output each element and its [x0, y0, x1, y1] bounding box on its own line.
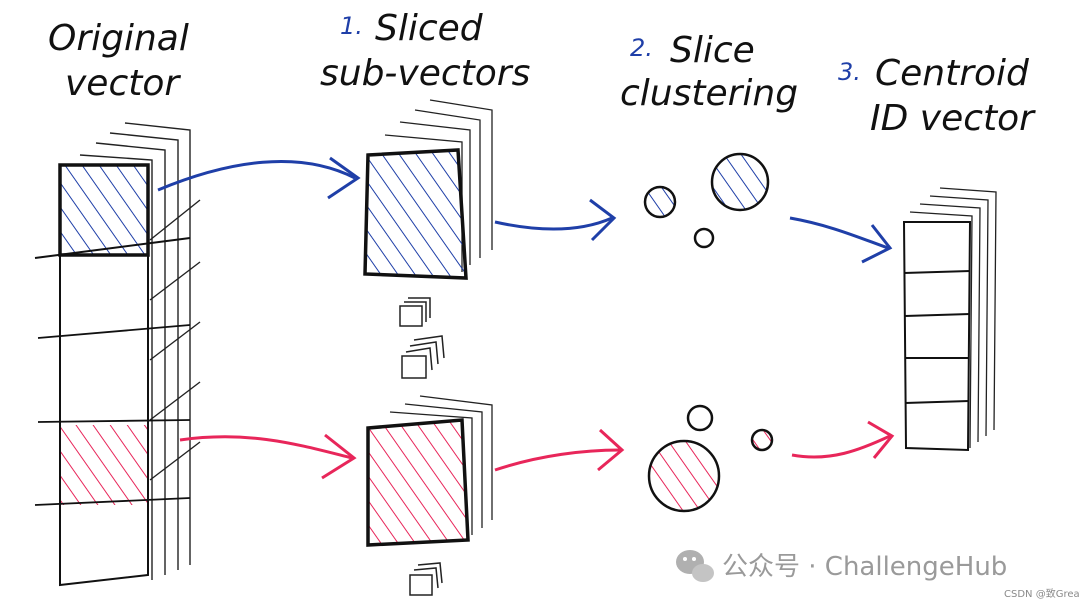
centroid-cell-divider: [904, 313, 971, 317]
cluster-circle: [750, 428, 774, 452]
arrow-blue-1: [157, 159, 356, 192]
stack-sheet: [419, 395, 493, 520]
cluster-circle: [686, 404, 714, 432]
mini-stack-bottom: [409, 562, 443, 596]
title-original-line2: vector: [65, 63, 181, 104]
slice-line: [149, 441, 201, 481]
slice-line: [149, 261, 201, 301]
mini-sheet: [417, 562, 443, 584]
pink-slice: [60, 425, 148, 505]
mini-sheet: [405, 347, 433, 371]
title-centroid-line1: Centroid: [875, 53, 1030, 94]
stack-sheet: [414, 109, 481, 258]
stack-sheet: [389, 411, 473, 535]
stack-sheet: [79, 154, 153, 580]
arrowhead-pink-2: [597, 428, 625, 472]
stack-sheet: [399, 121, 471, 265]
title-sliced: 1. Sliced sub-vectors: [320, 8, 530, 94]
centroid-vector-outline: [902, 221, 972, 452]
title-sliced-line2: sub-vectors: [320, 53, 530, 94]
arrowhead-blue-2: [589, 198, 617, 242]
divider: [37, 324, 191, 339]
blue-slice: [58, 163, 150, 257]
arrowhead-pink-3: [867, 420, 895, 459]
credit-text: CSDN @致Great: [1004, 587, 1080, 600]
stack-sheet: [429, 99, 493, 250]
watermark-text: 公众号 · ChallengeHub: [722, 552, 1007, 582]
arrow-pink-1: [179, 435, 353, 460]
mini-sheet: [413, 567, 439, 589]
original-vector-front: [34, 163, 191, 587]
centroid-id-vector: [902, 221, 972, 452]
slice-line: [149, 381, 201, 421]
slice-line: [149, 199, 201, 241]
mini-square: [401, 355, 427, 379]
stack-sheet: [95, 142, 166, 575]
sub-vector-pink: [366, 418, 470, 547]
title-centroid-line2: ID vector: [870, 98, 1036, 139]
wechat-icon: [676, 550, 714, 582]
arrowhead-pink-1: [321, 433, 357, 480]
centroid-cell-divider: [903, 270, 971, 274]
watermark: 公众号 · ChallengeHub: [676, 550, 1007, 582]
title-clustering-line1: Slice: [670, 30, 755, 71]
arrow-blue-3: [789, 216, 889, 250]
cluster-circle: [643, 185, 677, 219]
mini-sheet: [413, 335, 445, 359]
arrow-pink-2: [494, 448, 621, 472]
cluster-circle: [647, 439, 721, 513]
vector-outline: [59, 165, 149, 587]
clusters-pink: [647, 404, 774, 513]
stack-sheet: [109, 132, 179, 570]
mini-stacks-middle: [399, 297, 445, 379]
divider: [34, 237, 191, 259]
stack-sheet: [929, 195, 989, 437]
arrow-pink-3: [791, 434, 891, 459]
stack-sheet: [909, 211, 973, 449]
arrow-blue-2: [494, 216, 613, 231]
step-number-3: 3.: [838, 58, 861, 86]
title-clustering: 2. Slice clustering: [620, 30, 798, 114]
sub-vector-stack-bottom: [389, 395, 493, 535]
stack-sheet: [939, 187, 997, 431]
mini-sheet: [404, 301, 427, 322]
mini-square: [399, 305, 423, 327]
mini-sheet: [409, 341, 439, 365]
step-number-2: 2.: [630, 34, 653, 62]
title-sliced-line1: Sliced: [375, 8, 484, 49]
cluster-circle: [710, 152, 770, 212]
divider: [37, 419, 191, 423]
title-original: Original vector: [48, 18, 189, 104]
slice-line: [149, 321, 201, 361]
step-number-1: 1.: [340, 12, 363, 40]
centroid-stack: [909, 187, 997, 449]
mini-sheet: [408, 297, 431, 318]
centroid-cell-divider: [904, 400, 970, 404]
title-centroid: 3. Centroid ID vector: [838, 53, 1036, 139]
stack-sheet: [404, 403, 483, 528]
title-original-line1: Original: [48, 18, 189, 59]
clusters-blue: [643, 152, 770, 249]
mini-square: [409, 574, 433, 596]
cluster-circle: [693, 227, 715, 249]
title-clustering-line2: clustering: [620, 73, 798, 114]
arrowhead-blue-1: [327, 156, 361, 200]
stack-sheet: [919, 203, 981, 443]
divider: [34, 497, 191, 506]
arrowhead-blue-3: [861, 224, 893, 264]
sub-vector-blue: [363, 148, 468, 280]
